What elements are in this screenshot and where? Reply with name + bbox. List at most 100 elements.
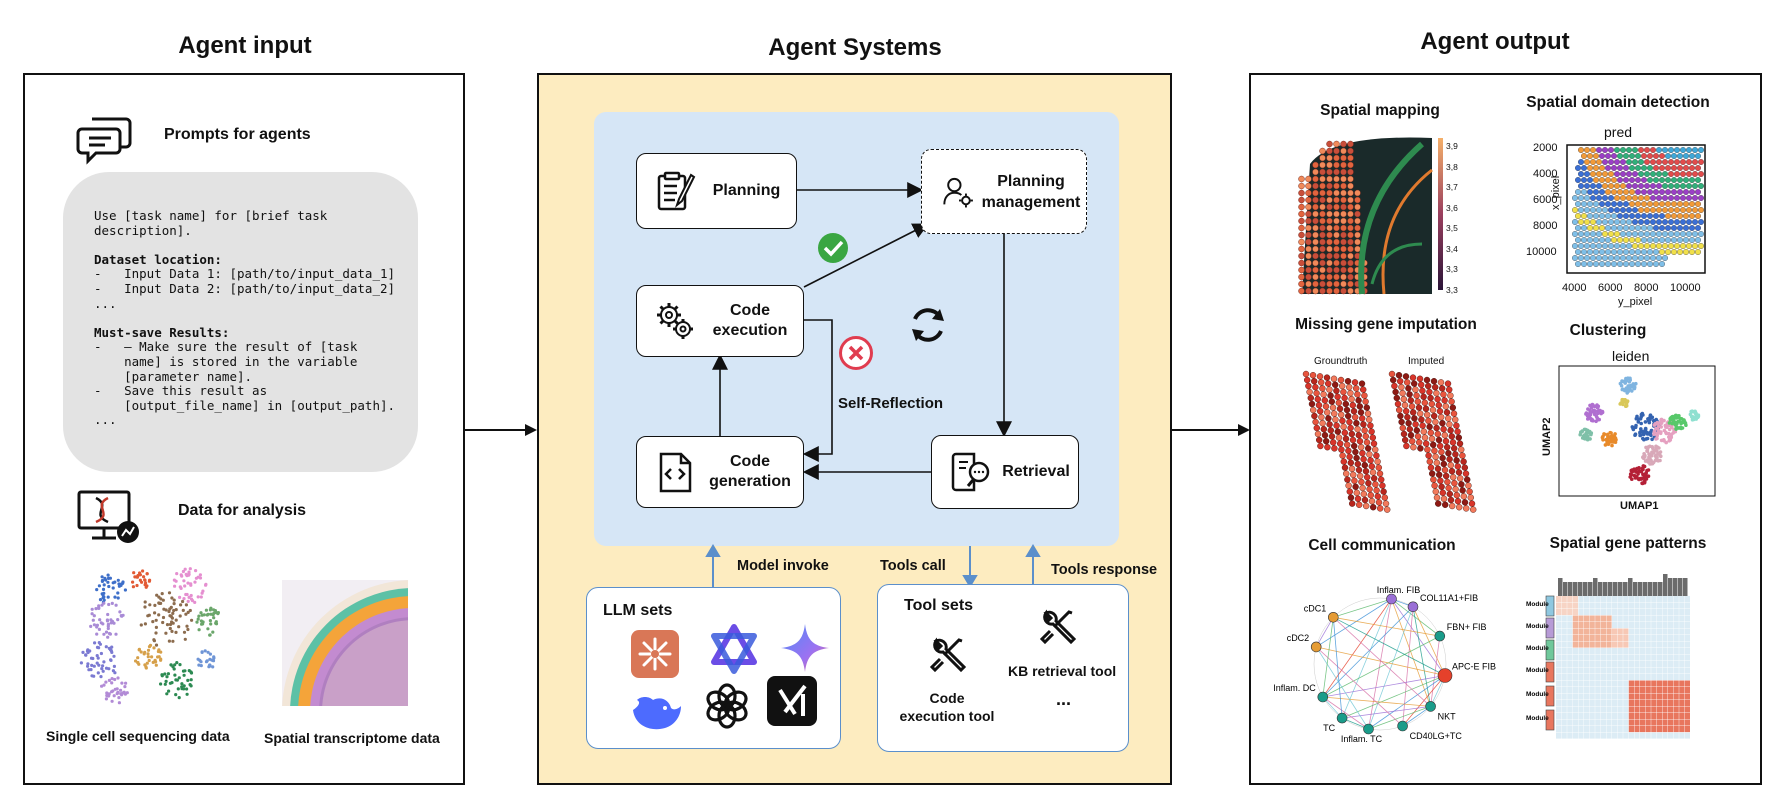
spatial-tissue-figure (282, 580, 408, 706)
cell-communication-title: Cell communication (1308, 537, 1456, 554)
prompt-line: Must-save Results: (94, 324, 230, 340)
prompt-line (94, 311, 395, 326)
colorbar-tick: 3,3 (1446, 264, 1458, 274)
cc-label: cDC2 (1287, 633, 1310, 643)
top-bar (1628, 578, 1633, 596)
imputed-label: Imputed (1408, 356, 1445, 367)
code-generation-label-1: Code (730, 453, 770, 470)
cc-node (1425, 701, 1436, 712)
wrench-screwdriver-icon-2 (1039, 609, 1077, 645)
cc-label: FBN+ FIB (1447, 622, 1487, 632)
wrench-screwdriver-icon (929, 637, 967, 673)
top-bar (1633, 582, 1638, 596)
model-invoke-label: Model invoke (737, 558, 829, 574)
cc-node (1407, 601, 1419, 613)
cc-label: CD40LG+TC (1410, 731, 1463, 741)
prompt-line: - – Make sure the result of [task (94, 339, 358, 355)
colorbar-tick: 3,9 (1446, 141, 1458, 151)
planning-management-label-2: management (981, 193, 1081, 211)
cc-node (1363, 723, 1374, 735)
top-bar (1563, 582, 1568, 596)
spatial-domain-figure (1566, 144, 1706, 274)
code-execution-tool-label-1: Code (929, 690, 965, 706)
y-tick: 6000 (1533, 194, 1558, 206)
clustering-title: Clustering (1569, 322, 1647, 339)
single-cell-label: Single cell sequencing data (46, 728, 230, 744)
sets-connectors (705, 544, 1041, 588)
missing-gene-title: Missing gene imputation (1295, 316, 1477, 333)
spatial-domain-title: Spatial domain detection (1526, 94, 1710, 111)
module-swatch (1545, 661, 1555, 683)
cross-icon (839, 336, 873, 370)
agent-output-title: Agent output (1420, 28, 1570, 55)
umap1-label: UMAP1 (1620, 500, 1659, 512)
y-tick: 4000 (1533, 168, 1558, 180)
top-bar (1593, 578, 1598, 596)
clustering-figure (1558, 365, 1716, 497)
top-bar (1623, 582, 1628, 596)
module-label: Module (1526, 715, 1549, 722)
code-generation-label-2: generation (709, 473, 791, 490)
top-bar (1683, 578, 1688, 596)
tool-sets-box: Tool sets Code execution tool KB retriev… (877, 584, 1129, 752)
colorbar-tick: 3,5 (1446, 223, 1458, 233)
system-to-output-arrow (1172, 424, 1250, 436)
prompt-line: ... (94, 412, 117, 428)
module-swatch (1545, 685, 1555, 707)
code-execution-tool-label: Code execution tool (892, 689, 1002, 725)
x-tick: 10000 (1670, 282, 1701, 294)
top-bar (1668, 578, 1673, 596)
y-tick: 10000 (1526, 246, 1557, 258)
top-bar (1678, 578, 1683, 596)
gears-icon (657, 303, 693, 339)
cc-label: cDC1 (1304, 603, 1327, 613)
module-swatch (1545, 639, 1555, 661)
book-search-icon (951, 452, 990, 492)
y-tick: 2000 (1533, 142, 1558, 154)
spatial-gene-patterns-title: Spatial gene patterns (1549, 535, 1707, 552)
module-swatch (1545, 617, 1555, 639)
module-label: Module (1526, 645, 1549, 652)
domain-ylabel: x_pixel (1550, 175, 1562, 210)
colorbar-tick: 3,8 (1446, 161, 1458, 172)
module-label: Module (1526, 667, 1549, 674)
cc-node (1317, 691, 1329, 703)
top-bar (1643, 582, 1648, 596)
prompt-line: ... (94, 295, 117, 311)
domain-xlabel: y_pixel (1618, 296, 1653, 308)
planning-management-node: Planning management (921, 149, 1087, 234)
gemini-logo-icon (781, 624, 829, 672)
clipboard-icon (657, 171, 696, 211)
prompt-line: name] is stored in the variable (94, 353, 358, 369)
top-bar (1613, 582, 1618, 596)
module-label: Module (1526, 601, 1549, 608)
chat-bubble-icon (76, 117, 132, 165)
prompt-line: - Input Data 2: [path/to/input_data_2] (94, 280, 396, 296)
code-execution-label-1: Code (730, 302, 770, 319)
prompt-line: - Save this result as (94, 383, 268, 399)
cc-node (1437, 668, 1453, 683)
cc-label: Inflam. DC (1273, 683, 1316, 693)
self-reflection-label: Self-Reflection (838, 395, 944, 412)
data-for-analysis-label: Data for analysis (178, 502, 307, 519)
top-bar (1663, 574, 1668, 596)
check-icon (818, 233, 848, 263)
green-layer-2 (1370, 242, 1423, 285)
cc-label: APC-E FIB (1452, 662, 1496, 672)
prompt-line: [parameter name]. (94, 368, 253, 384)
top-bar (1558, 578, 1563, 596)
planning-node: Planning (636, 153, 797, 229)
dna-monitor-icon (77, 490, 139, 543)
cc-node (1397, 720, 1408, 732)
planning-management-label-1: Planning (997, 172, 1065, 190)
spatial-mapping-title: Spatial mapping (1320, 102, 1440, 119)
cc-node (1386, 593, 1397, 605)
single-cell-umap-figure (79, 567, 220, 705)
module-label: Module (1526, 623, 1549, 630)
refresh-icon (912, 308, 944, 342)
top-bar (1568, 582, 1573, 596)
x-tick: 8000 (1634, 282, 1659, 294)
code-execution-label-2: execution (712, 322, 788, 339)
x-tick: 4000 (1562, 282, 1587, 294)
